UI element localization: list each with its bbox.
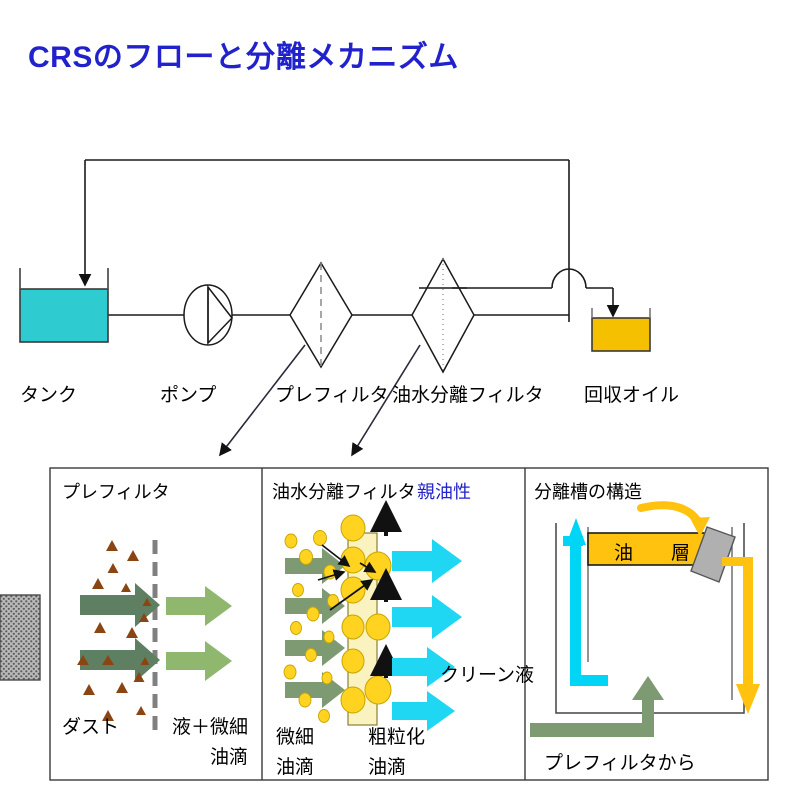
oil-skim-arrow (637, 501, 710, 537)
panel-separator-title: 油水分離フィルタ (272, 482, 416, 502)
prefilter-inlet-label: ダスト (62, 717, 120, 738)
tank-inlet-label: プレフィルタから (544, 753, 696, 774)
separator-inlet-label-2: 油滴 (276, 757, 315, 778)
prefilter-label: プレフィルタ (275, 385, 389, 406)
tank-shape (19, 268, 109, 343)
panel-separator-badge: 親油性 (417, 482, 471, 502)
prefilter-panel-graphics (77, 540, 232, 730)
prefilter-shape (289, 261, 353, 369)
panel-prefilter-title: プレフィルタ (62, 482, 170, 502)
pump-label: ポンプ (160, 385, 217, 406)
pump-shape (183, 284, 233, 346)
flow-piping (78, 159, 620, 322)
page-title: CRSのフローと分離メカニズム (28, 41, 459, 74)
separator-inlet-label-1: 微細 (276, 727, 315, 748)
feed-inflow-arrow (530, 676, 664, 737)
clean-liquid-arrows (392, 539, 462, 731)
separator-panel-graphics (283, 500, 462, 731)
separator-outlet-label-2: 油滴 (368, 757, 407, 778)
separator-outlet-label-1: 粗粒化 (368, 727, 426, 748)
coalescence-arrows (317, 544, 377, 611)
prefilter-outlet-label-2: 油滴 (210, 747, 249, 768)
recovered-oil-label: 回収オイル (584, 385, 680, 406)
tank-oil-layer-label: 油 層 (614, 543, 691, 564)
tank-panel-graphics (0, 501, 760, 737)
separator-label: 油水分離フィルタ (392, 385, 544, 406)
separator-shape (411, 257, 475, 374)
separator-clean-label: クリーン液 (440, 665, 535, 686)
oil-drain-arrow (722, 557, 760, 714)
recovered-oil-shape (591, 308, 651, 352)
callout-arrows (219, 344, 421, 457)
panel-tank-title: 分離槽の構造 (534, 482, 642, 502)
prefilter-outlet-label-1: 液＋微細 (172, 717, 249, 738)
panel-frames (49, 467, 769, 781)
tank-label: タンク (20, 385, 78, 406)
fine-droplets (283, 530, 339, 723)
clean-outflow-arrow (563, 518, 608, 686)
dust-particles (77, 540, 152, 721)
